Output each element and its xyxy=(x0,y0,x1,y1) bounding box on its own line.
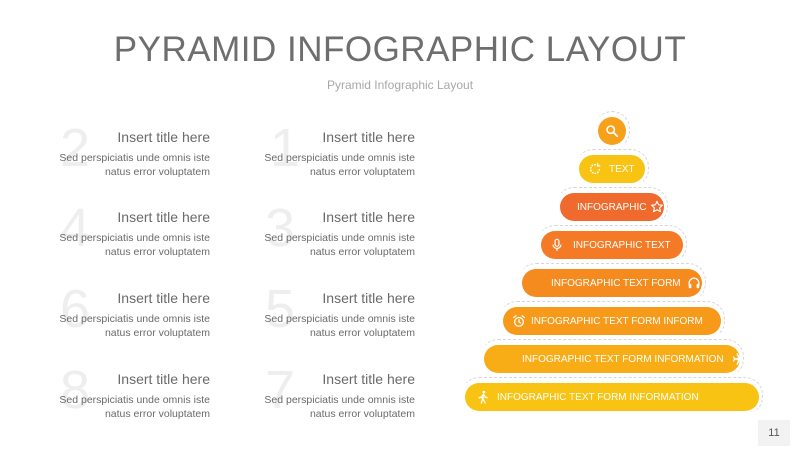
item-title: Insert title here xyxy=(322,209,415,225)
info-item-4: 4 Insert title here Sed perspiciatis und… xyxy=(10,201,210,279)
item-title: Insert title here xyxy=(322,129,415,145)
info-item-6: 6 Insert title here Sed perspiciatis und… xyxy=(10,282,210,360)
airplane-icon xyxy=(732,351,746,367)
item-number: 1 xyxy=(270,118,301,178)
item-description: Sed perspiciatis unde omnis iste natus e… xyxy=(264,232,415,258)
pyramid-level-label: INFOGRAPHIC TEXT FORM INFORMATION xyxy=(497,391,699,403)
item-number: 2 xyxy=(60,118,91,178)
item-title: Insert title here xyxy=(117,129,210,145)
item-description: Sed perspiciatis unde omnis iste natus e… xyxy=(59,152,210,178)
alarm-clock-icon xyxy=(511,313,527,329)
star-icon xyxy=(650,199,664,215)
item-title: Insert title here xyxy=(322,290,415,306)
page-title: PYRAMID INFOGRAPHIC LAYOUT xyxy=(113,30,687,69)
item-number: 5 xyxy=(265,279,296,339)
walking-person-icon xyxy=(475,389,491,405)
pyramid-level-1[interactable] xyxy=(594,111,630,149)
headphones-icon xyxy=(687,275,702,291)
pyramid-level-3[interactable]: INFOGRAPHIC xyxy=(556,187,668,225)
pyramid-level-8[interactable]: INFOGRAPHIC TEXT FORM INFORMATION xyxy=(461,377,763,415)
info-item-3: 3 Insert title here Sed perspiciatis und… xyxy=(215,201,415,279)
pyramid-level-label: INFOGRAPHIC TEXT FORM INFORMATION xyxy=(522,353,724,365)
item-number: 3 xyxy=(265,198,296,258)
item-description: Sed perspiciatis unde omnis iste natus e… xyxy=(264,394,415,420)
pyramid-level-5[interactable]: INFOGRAPHIC TEXT FORM xyxy=(518,263,706,301)
info-item-7: 7 Insert title here Sed perspiciatis und… xyxy=(215,363,415,441)
pyramid-level-7[interactable]: INFOGRAPHIC TEXT FORM INFORMATION xyxy=(480,339,745,377)
info-item-2: 2 Insert title here Sed perspiciatis und… xyxy=(10,121,210,199)
info-item-8: 8 Insert title here Sed perspiciatis und… xyxy=(10,363,210,441)
pyramid-level-label: INFOGRAPHIC xyxy=(577,201,647,213)
search-icon xyxy=(604,123,620,139)
item-number: 8 xyxy=(60,360,91,420)
item-description: Sed perspiciatis unde omnis iste natus e… xyxy=(264,152,415,178)
pyramid-level-label: INFOGRAPHIC TEXT FORM xyxy=(551,277,681,289)
item-title: Insert title here xyxy=(117,290,210,306)
item-description: Sed perspiciatis unde omnis iste natus e… xyxy=(59,313,210,339)
pyramid-level-2[interactable]: TEXT xyxy=(575,149,649,187)
microphone-icon xyxy=(549,237,565,253)
pyramid-level-6[interactable]: INFOGRAPHIC TEXT FORM INFORM xyxy=(499,301,725,339)
item-title: Insert title here xyxy=(117,209,210,225)
item-title: Insert title here xyxy=(117,371,210,387)
refresh-icon xyxy=(587,161,603,177)
pyramid-level-label: TEXT xyxy=(609,163,635,175)
info-item-1: 1 Insert title here Sed perspiciatis und… xyxy=(215,121,415,199)
page-subtitle: Pyramid Infographic Layout xyxy=(326,78,474,92)
item-description: Sed perspiciatis unde omnis iste natus e… xyxy=(264,313,415,339)
item-description: Sed perspiciatis unde omnis iste natus e… xyxy=(59,232,210,258)
pyramid-level-label: INFOGRAPHIC TEXT FORM INFORM xyxy=(531,315,703,327)
item-number: 6 xyxy=(60,279,91,339)
item-title: Insert title here xyxy=(322,371,415,387)
info-item-5: 5 Insert title here Sed perspiciatis und… xyxy=(215,282,415,360)
item-description: Sed perspiciatis unde omnis iste natus e… xyxy=(59,394,210,420)
page-number: 11 xyxy=(758,420,790,446)
item-number: 4 xyxy=(60,198,91,258)
item-number: 7 xyxy=(265,360,296,420)
pyramid-level-label: INFOGRAPHIC TEXT xyxy=(573,239,671,251)
pyramid-level-4[interactable]: INFOGRAPHIC TEXT xyxy=(537,225,687,263)
